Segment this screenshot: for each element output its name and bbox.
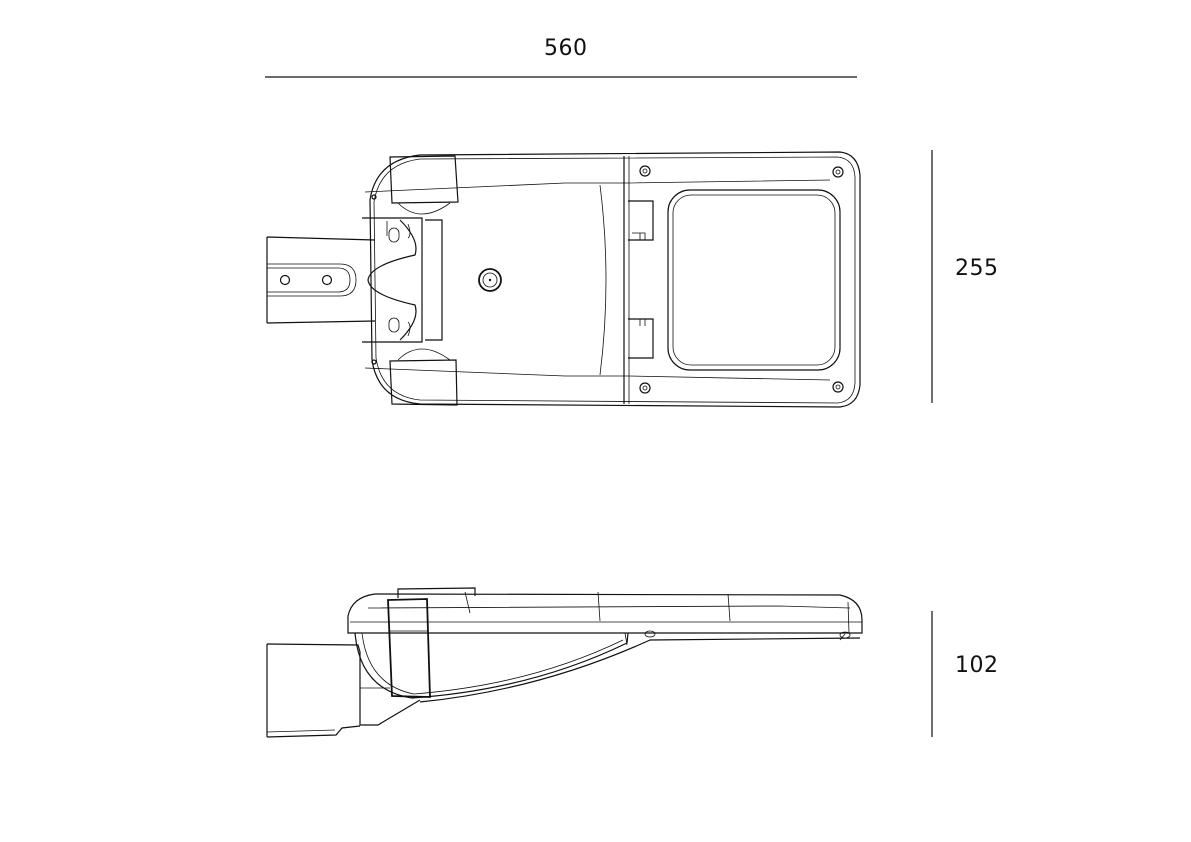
top-view [266,151,861,408]
width-dimension-label: 255 [955,256,999,281]
height-dimension-label: 102 [955,653,999,678]
side-view [266,587,863,738]
length-dimension-label: 560 [544,36,588,61]
screw-icon [371,165,844,394]
